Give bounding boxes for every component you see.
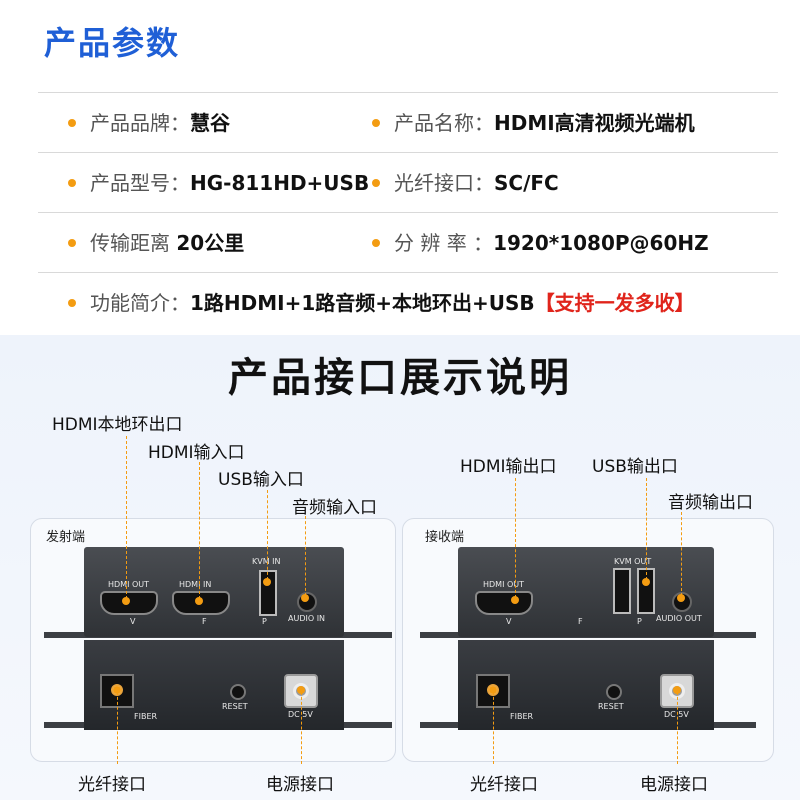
param-cell: 产品型号：HG-811HD+USB	[68, 153, 369, 213]
callout-line	[493, 692, 494, 764]
callout-dot	[122, 597, 130, 605]
callout-power: 电源接口	[640, 775, 708, 795]
param-row: 传输距离 20公里 分 辨 率 ：1920*1080P@60HZ	[38, 212, 778, 273]
interfaces-title: 产品接口展示说明	[228, 355, 572, 401]
params-section: 产品参数 产品品牌：慧谷 产品名称：HDMI高清视频光端机 产品型号：HG-81…	[0, 0, 800, 335]
port-label: AUDIO OUT	[656, 614, 702, 623]
led-label: F	[202, 617, 207, 626]
callout-hdmi-loop: HDMI本地环出口	[52, 415, 183, 435]
callout-fiber: 光纤接口	[470, 775, 538, 795]
led-label: V	[506, 617, 512, 626]
param-cell: 光纤接口：SC/FC	[372, 153, 559, 213]
port-label: KVM IN	[252, 557, 281, 566]
callout-line	[301, 692, 302, 764]
reset-button	[606, 684, 622, 700]
port-label: FIBER	[510, 712, 534, 721]
callout-line	[199, 462, 200, 599]
callout-dot	[489, 686, 497, 694]
callout-line	[305, 516, 306, 596]
callout-usb-in: USB输入口	[218, 470, 304, 490]
callout-usb-out: USB输出口	[592, 457, 678, 477]
param-row: 产品品牌：慧谷 产品名称：HDMI高清视频光端机	[38, 92, 778, 153]
callout-dot	[301, 594, 309, 602]
callout-hdmi-out: HDMI输出口	[460, 457, 557, 477]
receiver-panel-title: 接收端	[425, 530, 465, 545]
reset-button	[230, 684, 246, 700]
port-label: FIBER	[134, 712, 158, 721]
param-row-feature: 功能简介：1路HDMI+1路音频+本地环出+USB【支持一发多收】	[38, 272, 778, 333]
param-cell: 传输距离 20公里	[68, 213, 244, 273]
callout-dot	[511, 596, 519, 604]
callout-dot	[263, 578, 271, 586]
usb-in-port	[259, 570, 277, 616]
bullet-icon	[68, 118, 76, 127]
bullet-icon	[372, 118, 380, 127]
callout-line	[267, 490, 268, 580]
bullet-icon	[372, 178, 380, 187]
param-cell: 产品品牌：慧谷	[68, 93, 230, 153]
bullet-icon	[68, 238, 76, 247]
callout-audio-out: 音频输出口	[668, 493, 753, 513]
port-label: DC 5V	[664, 710, 689, 719]
port-label: AUDIO IN	[288, 614, 326, 623]
callout-line	[677, 692, 678, 764]
bullet-icon	[68, 298, 76, 307]
callout-audio-in: 音频输入口	[292, 498, 377, 518]
callout-dot	[113, 686, 121, 694]
led-label: P	[262, 617, 267, 626]
port-label: KVM OUT	[614, 557, 652, 566]
port-label: RESET	[222, 702, 248, 711]
callout-fiber: 光纤接口	[78, 775, 146, 795]
callout-line	[646, 478, 647, 580]
bullet-icon	[68, 178, 76, 187]
port-label: HDMI IN	[179, 580, 212, 589]
callout-line	[515, 478, 516, 598]
callout-line	[126, 436, 127, 599]
param-row: 产品型号：HG-811HD+USB 光纤接口：SC/FC	[38, 152, 778, 213]
bullet-icon	[372, 238, 380, 247]
callout-power: 电源接口	[266, 775, 334, 795]
usb-out-port-1	[613, 568, 631, 614]
hdmi-out-port	[475, 591, 533, 615]
callout-dot	[195, 597, 203, 605]
param-cell: 产品名称：HDMI高清视频光端机	[372, 93, 695, 153]
callout-dot	[642, 578, 650, 586]
led-label: V	[130, 617, 136, 626]
transmitter-panel-title: 发射端	[46, 530, 86, 545]
led-label: F	[578, 617, 583, 626]
callout-line	[117, 692, 118, 764]
params-title: 产品参数	[44, 24, 181, 62]
callout-dot	[673, 686, 681, 694]
callout-dot	[677, 594, 685, 602]
callout-dot	[297, 686, 305, 694]
feature-highlight: 【支持一发多收】	[534, 291, 695, 315]
port-label: HDMI OUT	[108, 580, 150, 589]
callout-hdmi-in: HDMI输入口	[148, 443, 245, 463]
port-label: DC 5V	[288, 710, 313, 719]
param-cell: 功能简介：1路HDMI+1路音频+本地环出+USB【支持一发多收】	[68, 273, 695, 333]
port-label: HDMI OUT	[483, 580, 525, 589]
led-label: P	[637, 617, 642, 626]
port-label: RESET	[598, 702, 624, 711]
callout-line	[681, 512, 682, 596]
param-cell: 分 辨 率 ：1920*1080P@60HZ	[372, 213, 709, 273]
